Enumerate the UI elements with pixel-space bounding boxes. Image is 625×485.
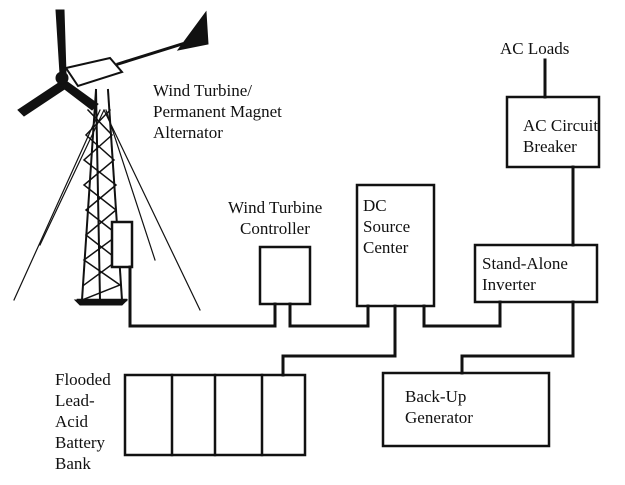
ac-circuit-breaker-label-line-1: AC Circuit	[523, 116, 599, 135]
generator-label-line-2: Generator	[405, 408, 473, 427]
generator-label: Back-Up Generator	[405, 386, 473, 428]
ac-circuit-breaker-label: AC Circuit Breaker	[523, 115, 598, 157]
turbine-rotor	[17, 9, 209, 117]
inverter-box	[473, 243, 599, 304]
dc-source-center-label: DC Source Center	[363, 195, 410, 258]
inverter-label-line-2: Inverter	[482, 275, 536, 294]
controller-label-line-1: Wind Turbine	[228, 198, 323, 217]
dc-source-center-label-line-1: DC	[363, 196, 387, 215]
battery-bank	[123, 373, 307, 457]
turbine-tower	[73, 88, 129, 306]
generator-label-line-1: Back-Up	[405, 387, 467, 406]
ac-circuit-breaker-box	[505, 95, 601, 169]
battery-bank-label-line-4: Battery	[55, 433, 106, 452]
battery-bank-label-line-3: Acid	[55, 412, 89, 431]
battery-bank-label: Flooded Lead- Acid Battery Bank	[55, 369, 111, 474]
guy-wires	[13, 109, 201, 311]
wind-turbine-label-line-1: Wind Turbine/	[153, 81, 252, 100]
generator-box	[381, 371, 551, 448]
ac-loads-label: AC Loads	[500, 38, 569, 59]
battery-bank-label-line-5: Bank	[55, 454, 91, 473]
battery-bank-label-line-2: Lead-	[55, 391, 95, 410]
wind-turbine-label-line-3: Alternator	[153, 123, 223, 142]
controller-label-line-2: Controller	[240, 219, 310, 238]
ac-circuit-breaker-label-line-2: Breaker	[523, 137, 577, 156]
battery-bank-label-line-1: Flooded	[55, 370, 111, 389]
inverter-label-line-1: Stand-Alone	[482, 254, 568, 273]
controller-box	[258, 245, 312, 306]
wiring	[128, 58, 575, 377]
ac-loads-label-text: AC Loads	[500, 39, 570, 58]
dc-source-center-label-line-2: Source	[363, 217, 411, 236]
tower-disconnect-box	[110, 220, 134, 269]
controller-label: Wind Turbine Controller	[228, 197, 322, 239]
wind-turbine-label: Wind Turbine/ Permanent Magnet Alternato…	[153, 80, 282, 143]
dc-source-center-label-line-3: Center	[363, 238, 409, 257]
wind-turbine-label-line-2: Permanent Magnet	[153, 102, 282, 121]
inverter-label: Stand-Alone Inverter	[482, 253, 568, 295]
